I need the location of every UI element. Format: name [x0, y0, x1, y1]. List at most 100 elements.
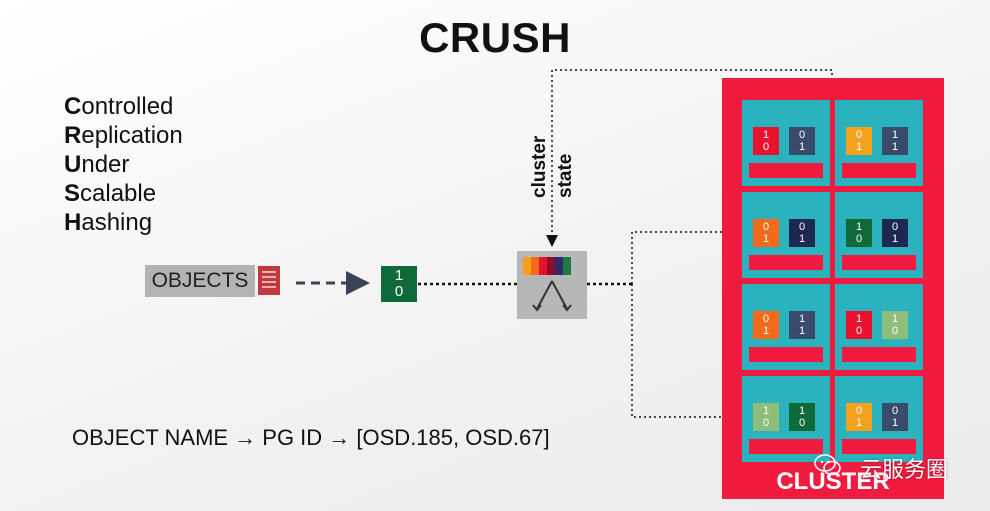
- host-bar: [749, 347, 823, 362]
- osd-bit-bottom: 1: [798, 233, 806, 245]
- osd-bit-top: 0: [762, 221, 770, 233]
- cluster-state-line2: state: [555, 153, 576, 198]
- acronym-rest: nder: [81, 151, 130, 178]
- osd-bit-top: 1: [891, 313, 899, 325]
- acronym-line: Replication: [64, 121, 183, 150]
- host-bar: [749, 439, 823, 454]
- acronym-initial: R: [64, 122, 82, 149]
- osd-bit-bottom: 1: [762, 233, 770, 245]
- osd-bit-top: 1: [891, 129, 899, 141]
- host-bar: [842, 439, 916, 454]
- osd-bit-bottom: 1: [891, 233, 899, 245]
- crush-color-swatch: [523, 257, 531, 275]
- placement-group: 1 0: [381, 266, 417, 302]
- page-title: CRUSH: [419, 14, 571, 61]
- osd-bit-bottom: 1: [855, 141, 863, 153]
- osd-bit-top: 0: [762, 313, 770, 325]
- crush-color-swatch: [555, 257, 563, 275]
- acronym-line: Hashing: [64, 208, 183, 237]
- mapping-formula: OBJECT NAME → PG ID → [OSD.185, OSD.67]: [72, 425, 550, 450]
- osd-bit-bottom: 1: [891, 141, 899, 153]
- osd-bit-bottom: 1: [891, 417, 899, 429]
- document-icon: [258, 266, 280, 295]
- osd-bit-bottom: 0: [762, 417, 770, 429]
- host-bar: [749, 255, 823, 270]
- pg-bit-top: 1: [394, 267, 404, 284]
- acronym-line: Under: [64, 150, 183, 179]
- crush-split-arrow-icon: [532, 280, 572, 312]
- acronym-initial: H: [64, 209, 82, 236]
- crush-color-strip: [523, 257, 571, 275]
- osd-bit-bottom: 1: [855, 417, 863, 429]
- host-bar: [842, 347, 916, 362]
- osd-bit-top: 0: [855, 129, 863, 141]
- osd-bit-bottom: 1: [762, 325, 770, 337]
- crush-color-swatch: [539, 257, 547, 275]
- wechat-icon: [814, 454, 841, 476]
- osd-bit-top: 0: [891, 221, 899, 233]
- osd-bit-bottom: 0: [798, 417, 806, 429]
- osd-bit-top: 0: [891, 405, 899, 417]
- acronym-line: Controlled: [64, 92, 183, 121]
- host-bar: [842, 255, 916, 270]
- acronym-initial: S: [64, 180, 81, 207]
- osd-bit-top: 0: [798, 221, 806, 233]
- host-bar: [749, 163, 823, 178]
- host-bar: [842, 163, 916, 178]
- osd-bit-bottom: 0: [855, 325, 863, 337]
- crush-color-swatch: [531, 257, 539, 275]
- acronym-rest: ashing: [81, 209, 153, 236]
- objects-box: OBJECTS: [145, 265, 255, 297]
- crush-to-osd-upper: [631, 226, 846, 284]
- crush-color-swatch: [563, 257, 571, 275]
- crush-color-swatch: [547, 257, 555, 275]
- osd-bit-top: 1: [855, 313, 863, 325]
- watermark-text: 云服务圈: [860, 457, 949, 482]
- osd-bit-top: 1: [798, 405, 806, 417]
- acronym-line: Scalable: [64, 179, 183, 208]
- osd-bit-top: 0: [798, 129, 806, 141]
- osd-bit-top: 0: [855, 405, 863, 417]
- osd-bit-bottom: 0: [855, 233, 863, 245]
- acronym-rest: eplication: [81, 122, 183, 149]
- acronym-initial: U: [64, 151, 82, 178]
- crush-algorithm-box: [517, 251, 587, 319]
- acronym-rest: ontrolled: [81, 93, 174, 120]
- acronym-initial: C: [64, 93, 82, 120]
- osd-bit-top: 1: [762, 129, 770, 141]
- cluster-state-label: cluster state: [528, 118, 580, 198]
- cluster-state-line1: cluster: [529, 135, 550, 198]
- cluster-label: CLUSTER: [776, 468, 890, 495]
- osd-bit-top: 1: [762, 405, 770, 417]
- cluster-state-line: [546, 69, 833, 247]
- osd-bit-bottom: 0: [762, 141, 770, 153]
- osd-bit-top: 1: [855, 221, 863, 233]
- osd-bit-bottom: 1: [798, 141, 806, 153]
- osd-bit-top: 1: [798, 313, 806, 325]
- acronym-rest: calable: [80, 180, 157, 207]
